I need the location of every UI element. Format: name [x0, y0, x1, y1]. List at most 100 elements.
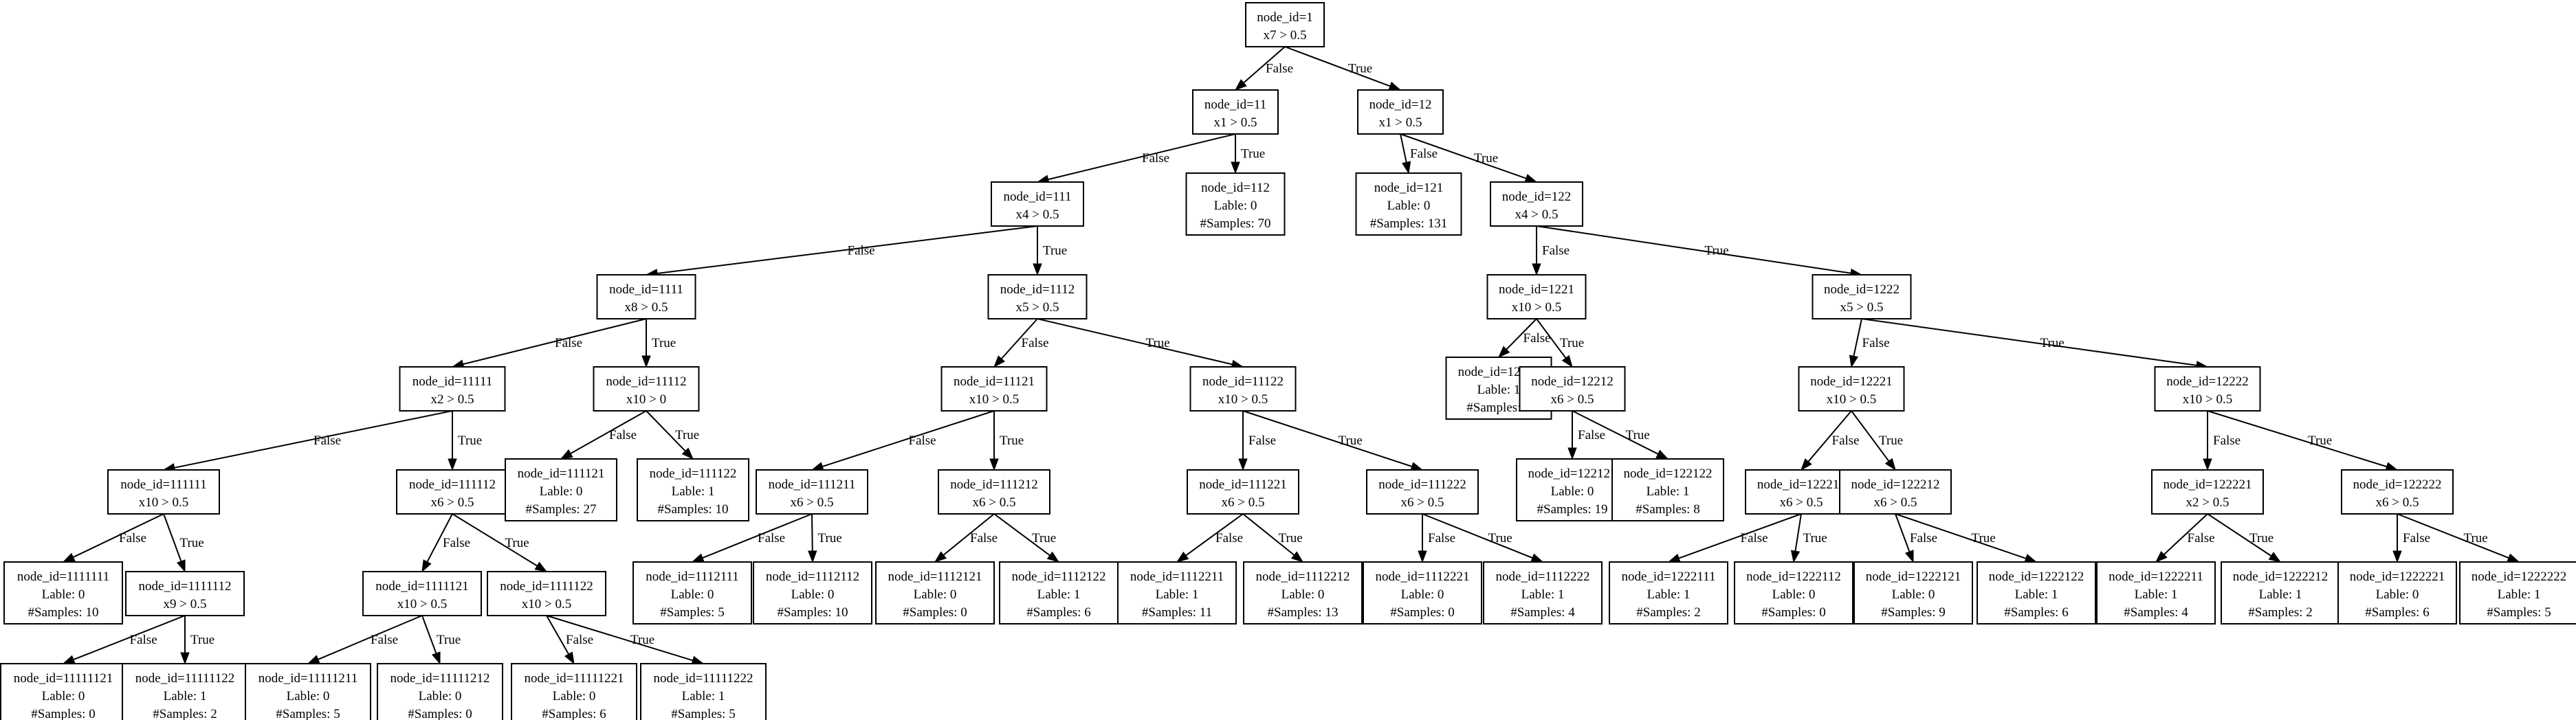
node-box — [377, 663, 503, 720]
node-text-line: Lable: 0 — [1772, 587, 1816, 602]
node-text-line: node_id=111 — [1003, 190, 1071, 204]
edge-arrowhead — [1418, 550, 1427, 563]
edge-arrowhead — [180, 652, 190, 665]
tree-edge-111112-1111122: True — [452, 513, 548, 572]
tree-edge-1221-12212: True — [1536, 318, 1584, 368]
node-text-line: node_id=1112122 — [1011, 570, 1105, 584]
edge-line — [1243, 46, 1286, 84]
node-text-line: #Samples: 11 — [1142, 605, 1212, 620]
node-text-line: x6 > 0.5 — [973, 495, 1016, 510]
node-box — [1977, 561, 2096, 625]
node-text-line: node_id=1112222 — [1495, 570, 1589, 584]
node-text-line: node_id=1111121 — [375, 579, 469, 594]
edge-arrowhead — [1884, 458, 1896, 471]
edge-arrowhead — [1524, 174, 1538, 183]
node-box — [2459, 561, 2576, 625]
tree-edge-1222-12222: True — [1861, 318, 2209, 370]
edge-label: False — [970, 531, 998, 545]
edge-line — [421, 615, 437, 654]
edge-label: False — [1266, 62, 1293, 76]
node-text-line: node_id=1222221 — [2350, 570, 2445, 584]
edge-line — [646, 410, 686, 452]
edge-arrowhead — [1904, 550, 1914, 563]
node-text-line: x5 > 0.5 — [1840, 300, 1884, 315]
tree-edge-111212-1112122: True — [993, 513, 1060, 563]
node-text-line: node_id=1222111 — [1621, 570, 1715, 584]
node-text-line: node_id=12222 — [2166, 374, 2248, 389]
node-box — [245, 663, 371, 720]
node-box — [2337, 561, 2457, 625]
node-text-line: node_id=122121 — [1528, 466, 1617, 481]
node-box — [1839, 469, 1952, 515]
node-text-line: Lable: 1 — [1521, 587, 1565, 602]
tree-edge-11111-111112: True — [448, 411, 482, 471]
edge-label: True — [1705, 244, 1729, 258]
edge-arrowhead — [534, 561, 548, 572]
node-box — [999, 561, 1119, 625]
edge-line — [1851, 410, 1890, 462]
tree-edge-111112-1111121: False — [421, 513, 470, 573]
edge-line — [1242, 513, 1295, 556]
node-text-line: node_id=122122 — [1624, 466, 1713, 481]
edge-arrowhead — [1530, 553, 1544, 563]
node-text-line: x1 > 0.5 — [1214, 115, 1257, 130]
edge-label: True — [675, 428, 699, 442]
node-text-line: node_id=1222122 — [1989, 570, 2084, 584]
tree-edge-122212-1222121: False — [1895, 513, 1937, 563]
node-text-line: node_id=1221 — [1499, 282, 1574, 297]
node-box — [1490, 181, 1583, 227]
node-text-line: node_id=111121 — [518, 466, 605, 481]
node-text-line: node_id=122211 — [1757, 477, 1845, 492]
edge-line — [1853, 318, 1862, 357]
node-text-line: node_id=1112211 — [1130, 570, 1224, 584]
edge-label: True — [1032, 531, 1056, 545]
tree-edge-111222-1112221: False — [1418, 514, 1455, 563]
node-box — [3, 561, 123, 625]
node-box — [1185, 172, 1286, 236]
edge-label: False — [1832, 434, 1860, 448]
tree-edge-1221-12211: False — [1498, 318, 1551, 359]
edge-label: False — [1523, 331, 1551, 346]
edge-line — [570, 410, 647, 455]
node-box — [2154, 366, 2261, 412]
edge-label: False — [2213, 434, 2241, 448]
tree-edge-111-1111: False — [645, 225, 1038, 278]
edge-label: True — [1560, 336, 1584, 350]
node-text-line: node_id=111111 — [120, 477, 206, 492]
node-text-line: x6 > 0.5 — [2376, 495, 2419, 510]
node-text-line: x4 > 0.5 — [1016, 207, 1059, 222]
tree-edge-1111112-11111121: False — [62, 615, 186, 664]
tree-edge-11112-111122: True — [646, 410, 699, 460]
edge-arrowhead — [1238, 458, 1248, 471]
node-text-line: node_id=1112111 — [646, 570, 739, 584]
node-text-line: #Samples: 9 — [1466, 401, 1530, 415]
node-text-line: Lable: 1 — [2015, 587, 2058, 602]
tree-edge-1-11: False — [1234, 46, 1293, 91]
edge-line — [1506, 318, 1537, 350]
node-text-line: node_id=11 — [1204, 98, 1266, 112]
node-text-line: #Samples: 10 — [28, 605, 99, 620]
edge-label: True — [505, 536, 529, 550]
edge-label: False — [119, 531, 146, 545]
tree-edge-111211-1112112: True — [808, 513, 842, 563]
node-text-line: node_id=1111111 — [17, 570, 109, 584]
tree-node-11: node_id=11 x1 > 0.5 — [1192, 89, 1279, 135]
edge-label: True — [1803, 531, 1827, 545]
node-text-line: Lable: 1 — [1037, 587, 1081, 602]
tree-edge-11-112: True — [1231, 134, 1265, 175]
node-text-line: #Samples: 2 — [1636, 605, 1700, 620]
node-text-line: Lable: 1 — [672, 484, 715, 499]
node-text-line: #Samples: 0 — [31, 707, 95, 720]
